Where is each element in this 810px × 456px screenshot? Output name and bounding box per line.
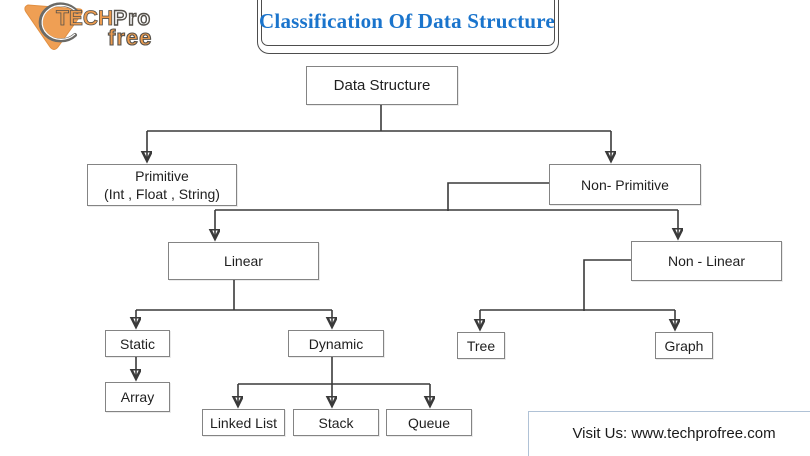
node-label: Graph [664,337,704,354]
node-queue: Queue [386,409,472,436]
node-tree: Tree [457,332,505,359]
visit-us-box: Visit Us: www.techprofree.com [528,411,810,456]
node-array: Array [105,382,170,412]
node-non-primitive: Non- Primitive [549,164,701,205]
node-label: Dynamic [308,335,364,352]
logo-triangle-icon [24,2,83,50]
node-label: Queue [407,414,451,431]
node-primitive: Primitive (Int , Float , String) [87,164,237,206]
node-label: Linear [224,253,263,269]
node-data-structure: Data Structure [306,66,458,105]
node-label: Linked List [210,414,277,431]
node-non-linear: Non - Linear [631,241,782,281]
node-label: Stack [318,414,354,431]
node-linked-list: Linked List [202,409,285,436]
page-title: Classification Of Data Structure [259,9,555,33]
node-sublabel: (Int , Float , String) [104,186,220,202]
techprofree-logo: TECHPro free [22,2,192,54]
node-label: Non - Linear [667,253,746,269]
logo-wordmark: TECHPro [56,6,152,31]
node-label: Data Structure [333,76,431,94]
logo-text-tech: TECH [56,7,114,31]
node-label: Non- Primitive [581,176,669,193]
visit-us-text: Visit Us: www.techprofree.com [572,425,776,442]
title-box-inner-border [261,0,555,46]
logo-text-pro: Pro [112,6,152,30]
node-linear: Linear [168,242,319,280]
node-dynamic: Dynamic [288,330,384,357]
logo-text-free: free [107,24,153,50]
node-label: Tree [466,337,496,354]
node-static: Static [105,330,170,357]
node-label: Static [119,335,155,352]
node-label: Array [120,389,155,405]
node-label: Primitive [135,168,189,184]
node-stack: Stack [293,409,379,436]
node-graph: Graph [655,332,713,359]
